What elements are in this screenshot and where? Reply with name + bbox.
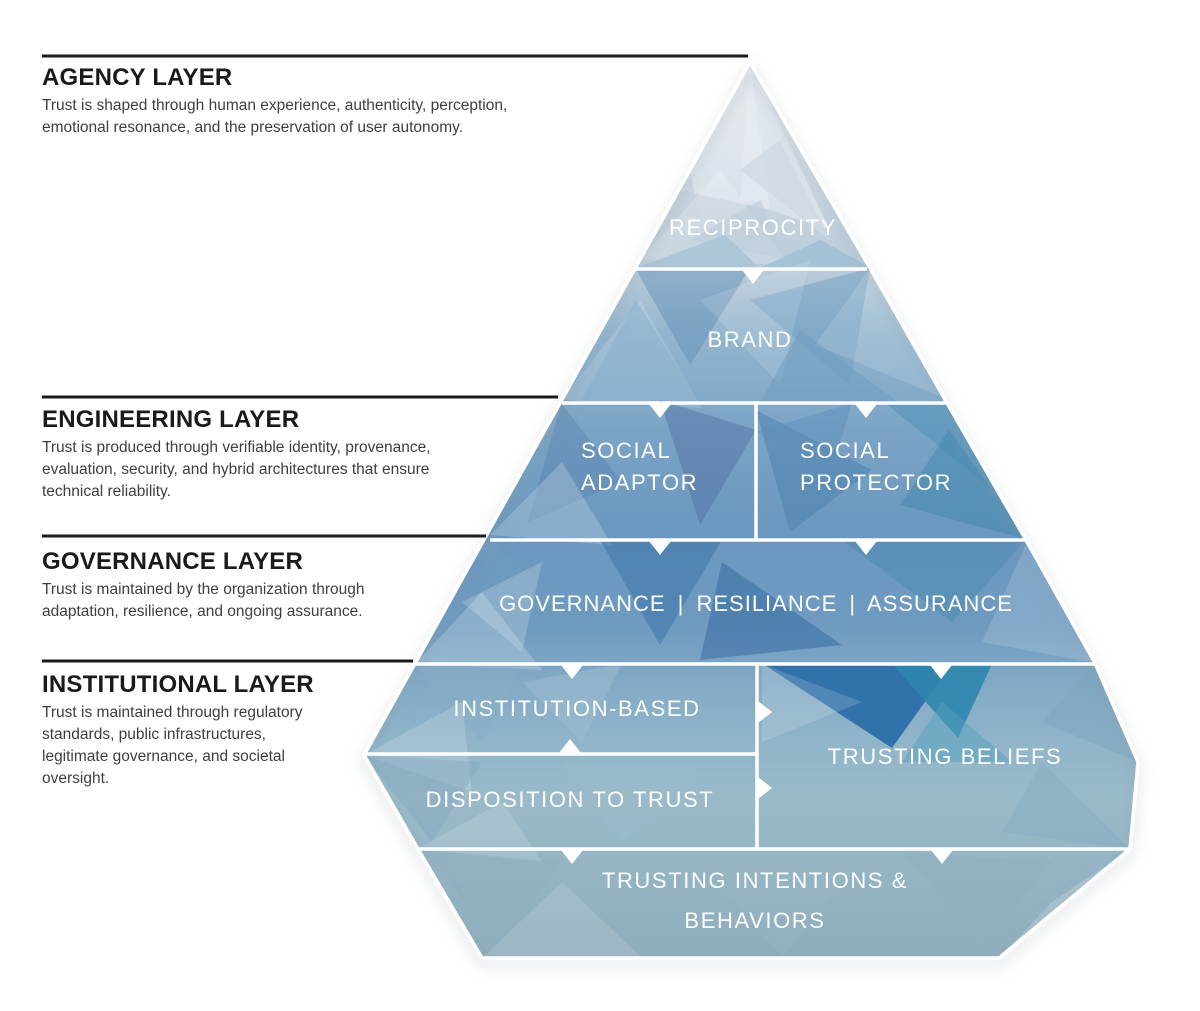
layer-description: Trust is maintained through regulatory s…	[42, 704, 303, 787]
label-disposition-to-trust: DISPOSITION TO TRUST	[425, 787, 715, 812]
arrow-down-icon	[855, 404, 877, 418]
label-governance-row: GOVERNANCE | RESILIANCE | ASSURANCE	[499, 591, 1013, 616]
layer-rules	[42, 54, 748, 663]
arrow-down-icon	[742, 270, 764, 284]
layer-block-institutional: INSTITUTIONAL LAYER Trust is maintained …	[42, 671, 332, 790]
arrow-down-icon	[561, 850, 583, 864]
layer-block-governance: GOVERNANCE LAYER Trust is maintained by …	[42, 548, 402, 623]
label-trusting-beliefs: TRUSTING BELIEFS	[827, 744, 1063, 769]
label-social-adaptor: SOCIAL ADAPTOR	[581, 438, 699, 495]
low-poly-facets	[364, 62, 1138, 958]
label-brand: BRAND	[707, 327, 793, 352]
arrow-down-icon	[931, 850, 953, 864]
label-reciprocity: RECIPROCITY	[669, 215, 837, 240]
layer-description: Trust is maintained by the organization …	[42, 581, 365, 620]
layer-title: INSTITUTIONAL LAYER	[42, 671, 314, 698]
arrow-down-icon	[930, 665, 952, 679]
layer-description: Trust is shaped through human experience…	[42, 97, 508, 136]
layer-block-engineering: ENGINEERING LAYER Trust is produced thro…	[42, 406, 482, 503]
flow-arrows	[559, 270, 953, 864]
label-social-protector: SOCIAL PROTECTOR	[800, 438, 953, 495]
layer-title: GOVERNANCE LAYER	[42, 548, 304, 575]
arrow-down-icon	[649, 404, 671, 418]
layer-description: Trust is produced through verifiable ide…	[42, 439, 431, 500]
arrow-down-icon	[561, 665, 583, 679]
pyramid-outline	[361, 58, 1140, 960]
layer-title: ENGINEERING LAYER	[42, 406, 300, 433]
label-trusting-intentions-behaviors: TRUSTING INTENTIONS & BEHAVIORS	[601, 868, 909, 933]
arrow-down-icon	[649, 541, 671, 555]
arrow-right-icon	[758, 701, 772, 723]
label-institution-based: INSTITUTION-BASED	[453, 696, 701, 721]
arrow-up-icon	[559, 739, 581, 753]
layer-block-agency: AGENCY LAYER Trust is shaped through hum…	[42, 64, 512, 139]
arrow-right-icon	[758, 777, 772, 799]
arrow-down-icon	[855, 541, 877, 555]
layer-title: AGENCY LAYER	[42, 64, 233, 91]
divider-lines	[365, 267, 1129, 851]
